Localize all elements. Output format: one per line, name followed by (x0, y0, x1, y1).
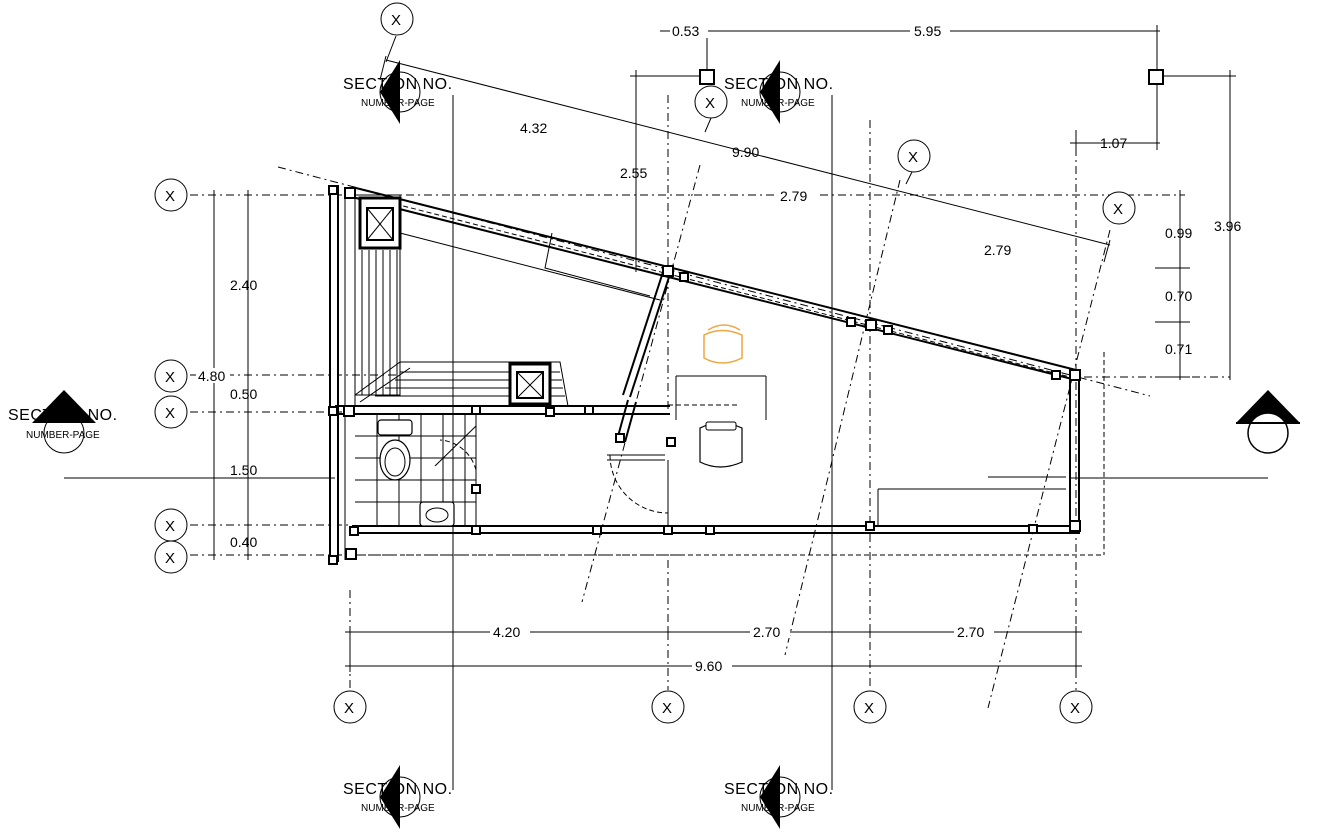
section-title: SECTION NO. (343, 76, 453, 93)
section-sub: NUMBER-PAGE (741, 98, 815, 109)
grid-bubble: X (1102, 191, 1136, 225)
section-marker-left: SECTION NO. NUMBER-PAGE (8, 390, 118, 454)
dim-3-96: 3.96 (1214, 218, 1241, 234)
svg-text:X: X (1113, 201, 1123, 218)
dim-4-20: 4.20 (493, 624, 520, 640)
section-title: SECTION NO. (8, 407, 118, 424)
section-title: SECTION NO. (724, 76, 834, 93)
section-title: SECTION NO. (724, 781, 834, 798)
bathroom-tiles (355, 414, 476, 526)
grid-bubble: X (380, 2, 414, 63)
dim-4-32: 4.32 (520, 120, 547, 136)
grid-bubbles: X X X X X X X X X X X X X (154, 2, 1136, 724)
diagonal-wall (351, 186, 1077, 381)
section-marker-bottom-mid: SECTION NO. NUMBER-PAGE (724, 765, 834, 829)
chair-icon (699, 421, 743, 468)
svg-text:X: X (705, 95, 715, 112)
dim-0-50: 0.50 (230, 386, 257, 402)
dim-0-40: 0.40 (230, 534, 257, 550)
dim-2-40: 2.40 (230, 277, 257, 293)
svg-text:X: X (662, 700, 672, 717)
svg-text:X: X (1070, 700, 1080, 717)
dim-5-95: 5.95 (914, 23, 941, 39)
grid-bubble: X (333, 690, 367, 724)
toilet-icon (377, 419, 413, 481)
grid-lines (190, 95, 1230, 709)
section-sub: NUMBER-PAGE (361, 98, 435, 109)
svg-text:X: X (165, 369, 175, 386)
svg-text:X: X (165, 405, 175, 422)
section-marker-bottom-left: SECTION NO. NUMBER-PAGE (343, 765, 453, 829)
doors (434, 425, 669, 525)
svg-text:X: X (165, 188, 175, 205)
dim-2-55: 2.55 (620, 165, 647, 181)
section-marker-top-left: SECTION NO. NUMBER-PAGE (343, 60, 453, 124)
dim-0-99: 0.99 (1165, 225, 1192, 241)
dim-0-70: 0.70 (1165, 288, 1192, 304)
grid-bubble: X (154, 395, 188, 429)
dim-2-79a: 2.79 (780, 188, 807, 204)
svg-text:X: X (908, 149, 918, 166)
grid-bubble: X (1059, 690, 1093, 724)
grid-bubble: X (154, 359, 188, 393)
svg-text:X: X (864, 700, 874, 717)
svg-text:X: X (165, 518, 175, 535)
dim-0-53: 0.53 (672, 23, 699, 39)
dim-9-90: 9.90 (732, 144, 759, 160)
svg-text:X: X (344, 700, 354, 717)
dim-2-70b: 2.70 (957, 624, 984, 640)
svg-text:X: X (165, 550, 175, 567)
section-sub: NUMBER-PAGE (741, 803, 815, 814)
section-sub: NUMBER-PAGE (361, 803, 435, 814)
section-sub: NUMBER-PAGE (26, 430, 100, 441)
section-marker-top-mid: SECTION NO. NUMBER-PAGE (724, 60, 834, 124)
stair (354, 194, 569, 407)
dim-4-80: 4.80 (198, 368, 225, 384)
chair-icon-orange (703, 324, 743, 364)
dimension-labels: 0.53 5.95 4.32 9.90 2.55 2.79 2.79 1.07 … (196, 23, 1241, 674)
section-title: SECTION NO. (343, 781, 453, 798)
sink-icon (419, 501, 455, 527)
grid-bubble: X (897, 139, 931, 185)
grid-bubble: X (154, 540, 188, 574)
svg-text:X: X (391, 12, 401, 29)
grid-bubble: X (694, 85, 728, 133)
columns (328, 69, 1164, 565)
grid-bubble: X (853, 690, 887, 724)
dim-2-79b: 2.79 (984, 242, 1011, 258)
dim-0-71: 0.71 (1165, 341, 1192, 357)
grid-bubble: X (154, 508, 188, 542)
dim-2-70a: 2.70 (753, 624, 780, 640)
dim-1-07: 1.07 (1100, 135, 1127, 151)
section-marker-right (1236, 390, 1300, 454)
grid-bubble: X (154, 178, 188, 212)
grid-bubble: X (651, 690, 685, 724)
dim-9-60: 9.60 (695, 658, 722, 674)
dim-1-50: 1.50 (230, 462, 257, 478)
